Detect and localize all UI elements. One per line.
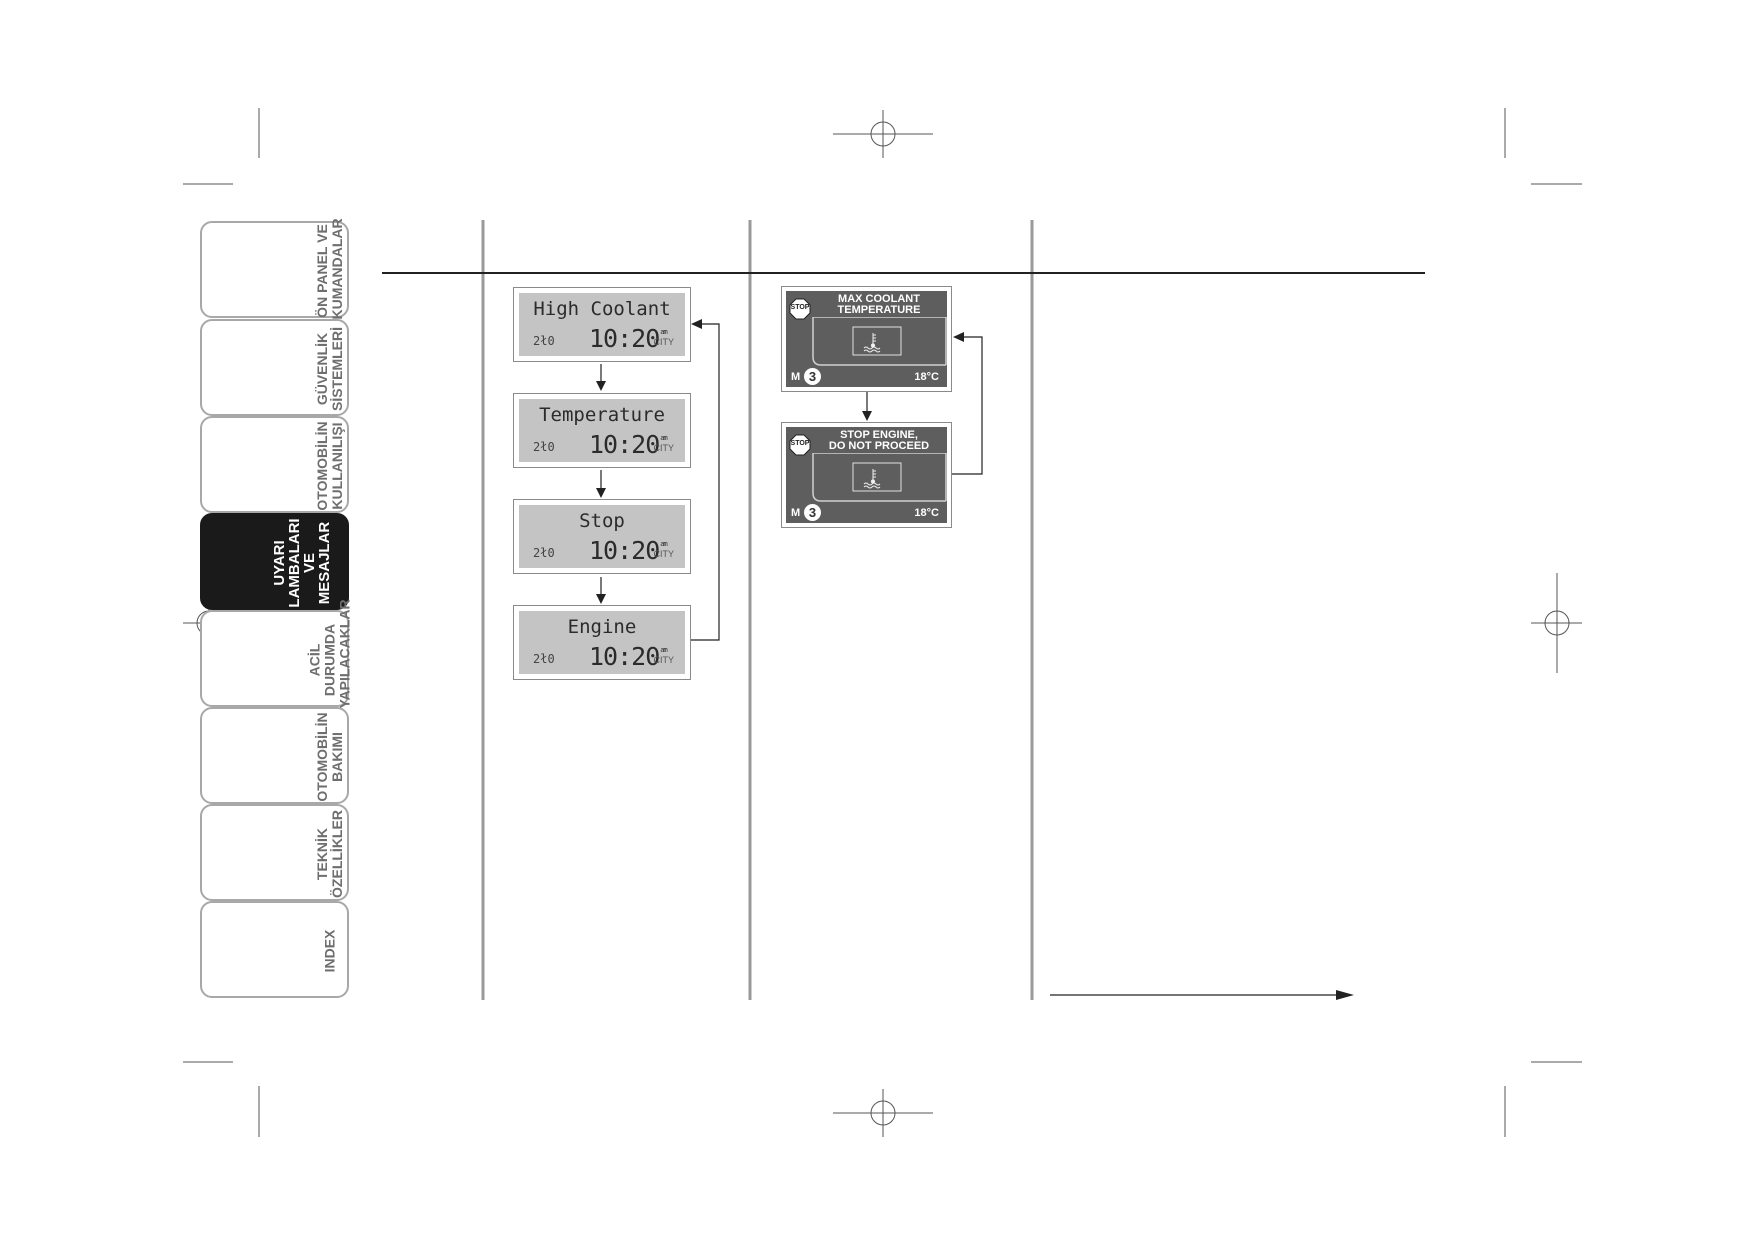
tab-guvenlik[interactable]: GÜVENLİK SİSTEMLERİ — [200, 319, 349, 416]
gear-mode-label: M — [791, 507, 801, 519]
lcd-screen: Engine 2ł0 10:20am CITY — [513, 605, 691, 680]
stop-sign-label: STOP — [790, 440, 810, 447]
lcd-odometer: 2ł0 — [533, 440, 555, 454]
tab-uyari-active[interactable]: UYARI LAMBALARI VE MESAJLAR — [200, 513, 349, 610]
lcd-mode: CITY — [653, 443, 674, 453]
coolant-temperature-icon — [863, 469, 881, 489]
lcd-mode: CITY — [653, 337, 674, 347]
tft-frame — [812, 317, 947, 366]
tab-on-panel[interactable]: ÖN PANEL VE KUMANDALAR — [200, 218, 349, 320]
tab-label: UYARI LAMBALARI VE MESAJLAR — [271, 518, 333, 608]
lcd-flow-arrows — [600, 323, 720, 641]
gear-number: 3 — [804, 368, 821, 385]
lcd-display: Temperature 2ł0 10:20am CITY — [519, 399, 685, 462]
lcd-odometer: 2ł0 — [533, 334, 555, 348]
lcd-time: 10:20 — [589, 642, 660, 671]
tab-label: OTOMOBİLİN BAKIMI — [314, 712, 345, 802]
lcd-screen: Stop 2ł0 10:20am CITY — [513, 499, 691, 574]
lcd-message: Stop — [579, 510, 625, 532]
lcd-message: High Coolant — [533, 298, 671, 320]
registration-marks — [183, 110, 1582, 1137]
lcd-ampm: am — [660, 646, 668, 654]
tft-flow-arrows — [866, 336, 983, 475]
lcd-message: Engine — [567, 616, 637, 638]
lcd-ampm: am — [660, 434, 668, 442]
coolant-temperature-icon — [863, 333, 881, 353]
gear-mode-label: M — [791, 371, 801, 383]
crop-marks — [183, 108, 1582, 1137]
tft-title: STOP ENGINE, DO NOT PROCEED — [828, 429, 930, 452]
outside-temperature: 18°C — [914, 507, 939, 519]
tab-label: INDEX — [321, 929, 338, 973]
lcd-ampm: am — [660, 540, 668, 548]
tab-label: ÖN PANEL VE KUMANDALAR — [314, 218, 345, 320]
tft-arrow-heads — [862, 332, 964, 421]
tft-display: STOP STOP ENGINE, DO NOT PROCEED M 3 18°… — [786, 427, 947, 523]
stop-sign-label: STOP — [790, 304, 810, 311]
tab-acil-durum[interactable]: ACİL DURUMDA YAPILACAKLAR — [200, 599, 353, 709]
lcd-mode: CITY — [653, 655, 674, 665]
tab-teknik[interactable]: TEKNİK ÖZELLİKLER — [200, 804, 349, 901]
tab-label: ACİL DURUMDA YAPILACAKLAR — [306, 599, 353, 709]
lcd-clock: 10:20am — [589, 324, 668, 353]
tab-bakim[interactable]: OTOMOBİLİN BAKIMI — [200, 707, 349, 804]
tft-screen: STOP MAX COOLANT TEMPERATURE M 3 18°C — [781, 286, 952, 392]
tab-index[interactable]: INDEX — [200, 901, 349, 998]
stop-sign-icon — [789, 434, 811, 456]
lcd-clock: 10:20am — [589, 642, 668, 671]
lcd-odometer: 2ł0 — [533, 652, 555, 666]
tab-label: TEKNİK ÖZELLİKLER — [314, 810, 345, 898]
tft-title: MAX COOLANT TEMPERATURE — [837, 293, 921, 316]
lcd-time: 10:20 — [589, 430, 660, 459]
lcd-clock: 10:20am — [589, 536, 668, 565]
tft-frame — [812, 453, 947, 502]
tab-label: OTOMOBİLİN KULLANILIŞI — [314, 421, 345, 511]
gear-number: 3 — [804, 504, 821, 521]
lcd-time: 10:20 — [589, 536, 660, 565]
tab-label: GÜVENLİK SİSTEMLERİ — [314, 327, 345, 412]
lcd-display: Engine 2ł0 10:20am CITY — [519, 611, 685, 674]
outside-temperature: 18°C — [914, 371, 939, 383]
lcd-odometer: 2ł0 — [533, 546, 555, 560]
lcd-mode: CITY — [653, 549, 674, 559]
lcd-display: High Coolant 2ł0 10:20am CITY — [519, 293, 685, 356]
lcd-screen: Temperature 2ł0 10:20am CITY — [513, 393, 691, 468]
lcd-display: Stop 2ł0 10:20am CITY — [519, 505, 685, 568]
tab-kullanilis[interactable]: OTOMOBİLİN KULLANILIŞI — [200, 416, 349, 513]
column-rules — [481, 220, 1034, 1000]
tft-screen: STOP STOP ENGINE, DO NOT PROCEED M 3 18°… — [781, 422, 952, 528]
tft-display: STOP MAX COOLANT TEMPERATURE M 3 18°C — [786, 291, 947, 387]
lcd-arrow-heads — [596, 319, 702, 604]
continue-arrow-icon — [1336, 990, 1354, 1000]
stop-sign-icon — [789, 298, 811, 320]
lcd-time: 10:20 — [589, 324, 660, 353]
lcd-clock: 10:20am — [589, 430, 668, 459]
lcd-screen: High Coolant 2ł0 10:20am CITY — [513, 287, 691, 362]
lcd-message: Temperature — [539, 404, 665, 426]
lcd-ampm: am — [660, 328, 668, 336]
